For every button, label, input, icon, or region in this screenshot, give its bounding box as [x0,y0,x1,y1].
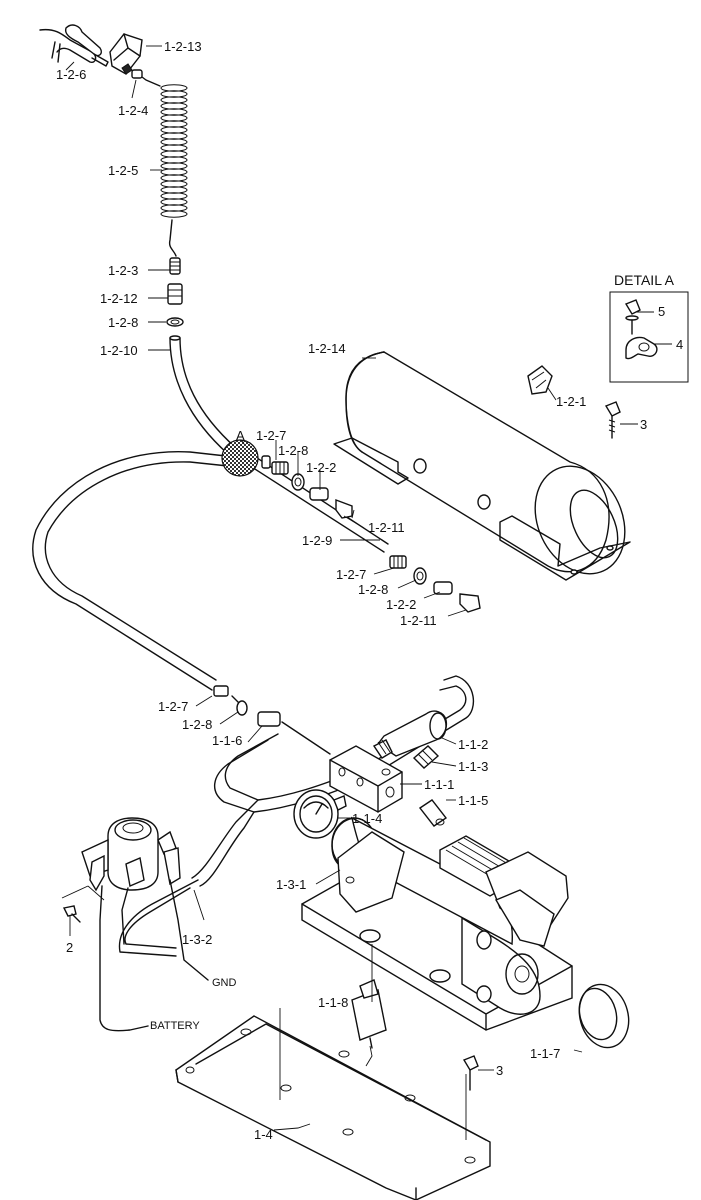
label-1-1-6: 1-1-6 [212,733,242,748]
coil-turn [160,192,188,200]
label-5: 5 [658,304,665,319]
label-1-2-12: 1-2-12 [100,291,138,306]
label-battery: BATTERY [150,1020,200,1032]
air-chuck [39,24,109,67]
label-1-2-2-upper: 1-2-2 [306,460,336,475]
bracket-bolt [462,1055,479,1091]
label-3-tank: 3 [640,417,647,432]
tank-fittings-lower [389,555,481,613]
mounting-bracket [175,1015,491,1200]
coil-turn [160,168,188,176]
air-hose-1-2-9-loop [32,450,389,691]
label-1-4: 1-4 [254,1127,273,1142]
solenoid [81,817,181,892]
coil-turn [160,96,188,104]
label-1-1-2: 1-1-2 [458,737,488,752]
coil-turn [160,204,188,212]
coil-turn [160,186,188,194]
label-1-2-8-upper: 1-2-8 [278,443,308,458]
label-1-2-8-lower: 1-2-8 [182,717,212,732]
detail-a-box [609,291,689,383]
label-1-2-13: 1-2-13 [164,39,202,54]
label-1-1-3: 1-1-3 [458,759,488,774]
label-1-1-4: 1-1-4 [352,811,382,826]
label-1-2-9: 1-2-9 [302,533,332,548]
label-1-2-4: 1-2-4 [118,103,148,118]
coil-turn [160,144,188,152]
label-1-2-8: 1-2-8 [108,315,138,330]
label-1-2-11-upper: 1-2-11 [368,520,405,535]
detail-a-hub [221,439,259,477]
detail-a-callout: A [236,428,245,443]
coil-turn [160,150,188,158]
coil-turn [160,120,188,128]
coil-turn [160,162,188,170]
coil-turn [160,198,188,206]
solenoid-bolt [62,905,81,923]
coil-turn [160,84,188,92]
label-1-2-5: 1-2-5 [108,163,138,178]
pressure-switch [372,710,448,759]
label-1-1-7: 1-1-7 [530,1046,560,1061]
part-labels: 1-2-13 1-2-6 1-2-4 1-2-5 1-2-3 1-2-12 1-… [56,39,683,1142]
label-gnd: GND [212,977,237,989]
air-tank [333,351,631,581]
label-1-2-6: 1-2-6 [56,67,86,82]
coil-turn [160,210,188,218]
coil-turn [160,156,188,164]
label-1-2-7-lower: 1-2-7 [158,699,188,714]
hose-clip [109,33,143,75]
tank-fittings-upper [261,455,353,519]
label-3-bracket: 3 [496,1063,503,1078]
label-1-3-2: 1-3-2 [182,932,212,947]
coil-turn [160,180,188,188]
coil-turn [160,108,188,116]
nipple-1-1-5 [418,799,448,827]
pressure-gauge [293,789,347,839]
label-1-2-2-mid: 1-2-2 [386,597,416,612]
coil-turn [160,138,188,146]
pressure-relief-valve [351,979,387,1049]
coil-turn [160,174,188,182]
label-1-2-7-mid: 1-2-7 [336,567,366,582]
tank-drain-fitting [527,365,553,395]
hose-fittings [166,257,184,327]
label-1-2-10: 1-2-10 [100,343,138,358]
label-1-1-1: 1-1-1 [424,777,454,792]
air-filter-cap [578,983,630,1049]
manifold-block [329,745,403,813]
air-hose-1-2-10 [169,335,237,455]
coil-hose [131,69,188,257]
compressor-head [439,835,569,1015]
detail-a-title: DETAIL A [614,272,675,288]
coil-turn [160,114,188,122]
leader-lines [61,45,672,1140]
label-1-3-1: 1-3-1 [276,877,306,892]
tank-mount-bolt [604,401,621,439]
label-1-2-14: 1-2-14 [308,341,346,356]
label-2: 2 [66,940,73,955]
coil-turn [160,132,188,140]
coil-turn [160,90,188,98]
label-1-2-11-mid: 1-2-11 [400,613,437,628]
wiring [99,879,209,1032]
compressor-hose-loop [118,675,475,957]
coil-turn [160,126,188,134]
coil-turn [160,102,188,110]
label-1-2-8-mid: 1-2-8 [358,582,388,597]
label-1-2-3: 1-2-3 [108,263,138,278]
check-valve [412,745,440,769]
label-4: 4 [676,337,683,352]
label-1-2-1: 1-2-1 [556,394,586,409]
label-1-2-7-upper: 1-2-7 [256,428,286,443]
label-1-1-8: 1-1-8 [318,995,348,1010]
label-1-1-5: 1-1-5 [458,793,488,808]
